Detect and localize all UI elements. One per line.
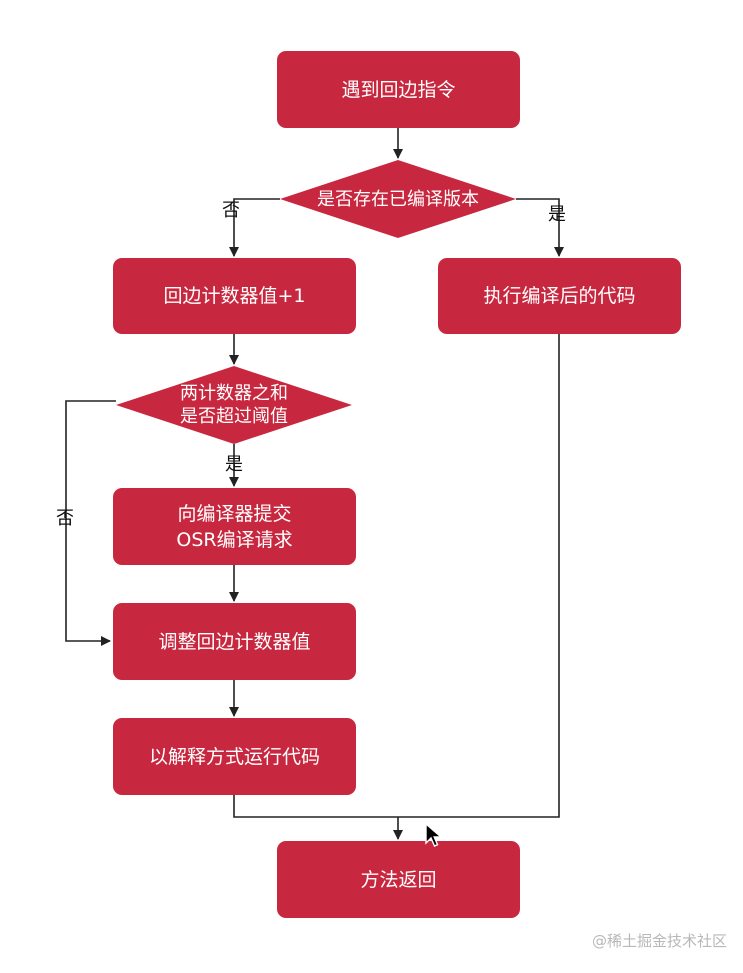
edge-check-yes-to-exec [516, 198, 564, 257]
node-exec-compiled-label: 执行编译后的代码 [483, 285, 636, 307]
edge-label-no-threshold: 否 [56, 508, 74, 529]
node-start: 遇到回边指令 [277, 51, 520, 128]
decision-compiled-version-label: 是否存在已编译版本 [317, 188, 479, 210]
node-return-label: 方法返回 [360, 868, 437, 891]
edge-interpret-to-merge [233, 334, 560, 818]
edge-threshold-no-to-adjust [65, 400, 116, 646]
node-submit-osr: 向编译器提交 OSR编译请求 [113, 488, 356, 565]
node-adjust-counter: 调整回边计数器值 [113, 603, 356, 680]
watermark: @稀土掘金技术社区 [591, 932, 727, 950]
edge-label-no-compiled: 否 [222, 200, 240, 221]
edge-check-no-to-inc [229, 198, 280, 257]
node-submit-osr-label: 向编译器提交 OSR编译请求 [176, 502, 293, 551]
node-exec-compiled: 执行编译后的代码 [438, 258, 681, 334]
decision-compiled-version-diamond [280, 160, 516, 238]
node-inc-counter-label: 回边计数器值+1 [163, 285, 306, 307]
decision-threshold-diamond [116, 366, 352, 444]
node-interpret: 以解释方式运行代码 [113, 718, 356, 795]
mouse-cursor-icon [425, 823, 443, 847]
node-start-label: 遇到回边指令 [341, 78, 456, 101]
decision-threshold-label: 两计数器之和 是否超过阈值 [180, 383, 288, 427]
node-return: 方法返回 [277, 841, 520, 918]
node-adjust-counter-label: 调整回边计数器值 [158, 630, 311, 653]
node-interpret-label: 以解释方式运行代码 [148, 745, 320, 768]
node-inc-counter: 回边计数器值+1 [113, 258, 356, 334]
edge-label-yes-threshold: 是 [225, 454, 243, 475]
edge-label-yes-compiled: 是 [548, 204, 566, 225]
